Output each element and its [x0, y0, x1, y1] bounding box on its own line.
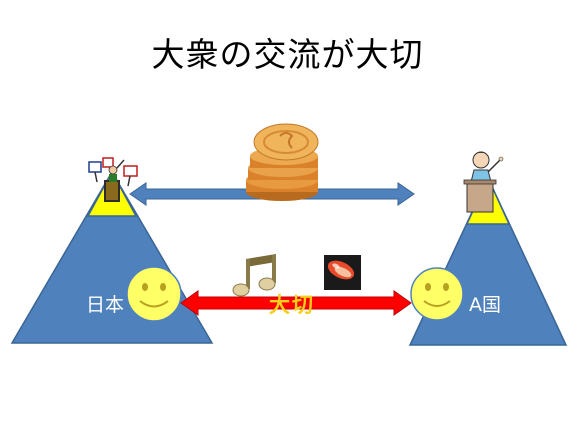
page-title: 大衆の交流が大切 — [151, 35, 424, 74]
bottom-double-arrow — [180, 290, 412, 316]
left-country-label: 日本 — [86, 294, 125, 316]
protest-crowd-icon — [88, 157, 138, 202]
speaker-podium-icon — [463, 151, 504, 213]
center-arrow-label: 大切 — [269, 293, 315, 317]
right-country-label: A国 — [469, 294, 501, 316]
coin-stack-icon — [246, 123, 319, 201]
right-smiley-face — [410, 267, 464, 321]
left-smiley-face — [126, 266, 182, 322]
sushi-icon — [324, 255, 361, 290]
music-note-icon — [232, 254, 276, 297]
